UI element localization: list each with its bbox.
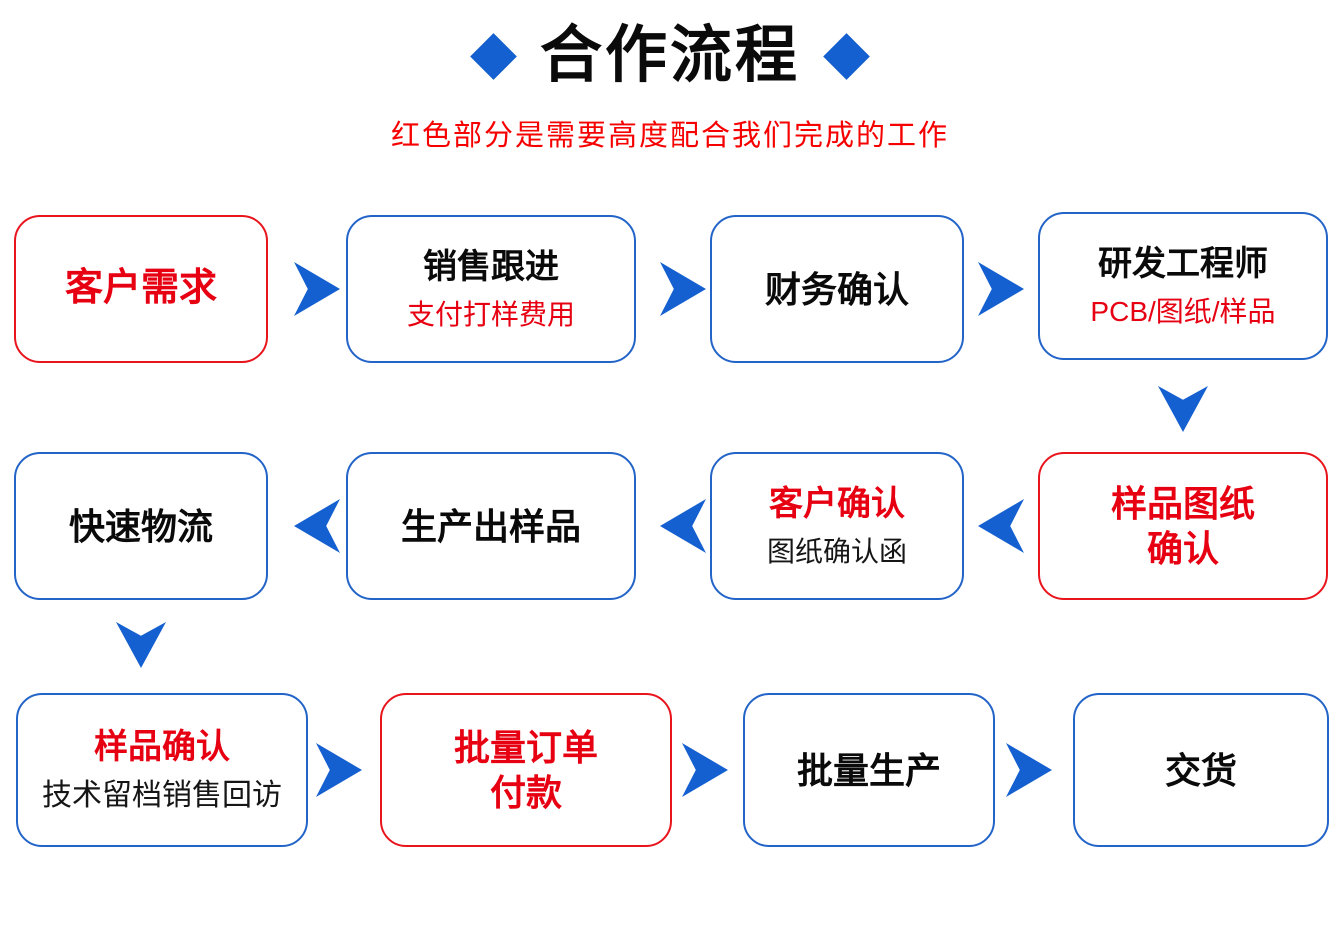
diamond-icon [823, 32, 870, 80]
node-produce-sample: 生产出样品 [346, 452, 636, 600]
node-rd-engineer: 研发工程师 PCB/图纸/样品 [1038, 212, 1328, 360]
node-title: 交货 [1164, 749, 1237, 791]
arrow-left-icon [294, 499, 340, 553]
node-sales-follow-up: 销售跟进 支付打样费用 [346, 215, 636, 363]
arrow-right-icon [316, 743, 362, 797]
node-bulk-production: 批量生产 [743, 693, 995, 847]
node-title: 批量订单 [453, 727, 598, 768]
node-fast-logistics: 快速物流 [14, 452, 268, 600]
node-finance-confirm: 财务确认 [710, 215, 964, 363]
arrow-left-icon [978, 499, 1024, 553]
node-title: 研发工程师 [1098, 244, 1268, 283]
node-bulk-order-payment: 批量订单 付款 [380, 693, 672, 847]
node-sample-drawing-confirm: 样品图纸 确认 [1038, 452, 1328, 600]
node-subtitle: PCB/图纸/样品 [1090, 296, 1276, 328]
arrow-down-icon [1158, 386, 1208, 432]
node-title: 快速物流 [68, 505, 213, 547]
node-title: 生产出样品 [400, 505, 581, 547]
diamond-icon [470, 32, 517, 80]
diagram-header: 合作流程 红色部分是需要高度配合我们完成的工作 [0, 14, 1340, 154]
arrow-right-icon [660, 262, 706, 316]
arrow-right-icon [1006, 743, 1052, 797]
node-title: 样品图纸 [1110, 483, 1255, 524]
node-delivery: 交货 [1073, 693, 1329, 847]
arrow-left-icon [660, 499, 706, 553]
node-subtitle: 支付打样费用 [406, 299, 575, 331]
diagram-subtitle: 红色部分是需要高度配合我们完成的工作 [390, 120, 949, 152]
arrow-right-icon [682, 743, 728, 797]
node-customer-confirm: 客户确认 图纸确认函 [710, 452, 964, 600]
node-customer-demand: 客户需求 [14, 215, 268, 363]
node-sample-confirm: 样品确认 技术留档销售回访 [16, 693, 308, 847]
node-title: 财务确认 [764, 268, 909, 310]
node-title: 销售跟进 [423, 247, 559, 286]
node-title: 样品确认 [94, 727, 230, 766]
arrow-right-icon [978, 262, 1024, 316]
node-title: 客户需求 [64, 267, 217, 310]
node-subtitle: 技术留档销售回访 [42, 779, 282, 813]
node-title: 客户确认 [769, 484, 905, 523]
node-title-line2: 确认 [1146, 528, 1219, 569]
node-title-line2: 付款 [489, 772, 562, 813]
node-subtitle: 图纸确认函 [766, 536, 907, 568]
title-row: 合作流程 [0, 14, 1340, 98]
arrow-down-icon [116, 622, 166, 668]
node-title: 批量生产 [796, 749, 941, 791]
page-title: 合作流程 [539, 21, 800, 90]
arrow-right-icon [294, 262, 340, 316]
